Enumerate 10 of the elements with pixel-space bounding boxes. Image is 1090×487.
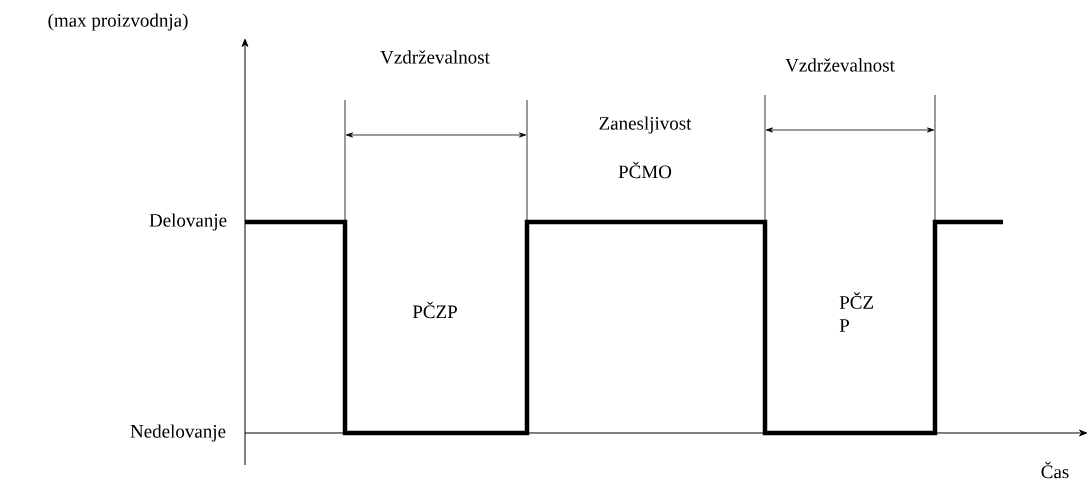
interval-label: Zanesljivost: [599, 116, 692, 134]
state-label: Delovanje: [149, 213, 227, 231]
interval-label: PČMO: [618, 161, 672, 179]
axis-label: Čas: [1041, 461, 1069, 479]
interval-label: Vzdrževalnost: [380, 50, 490, 64]
interval-label: Vzdrževalnost: [785, 58, 895, 72]
interval-label: PČZP: [412, 301, 457, 319]
interval-label: PČZ P: [839, 292, 873, 332]
state-label: Nedelovanje: [130, 424, 226, 442]
axis-label: (max proizvodnja): [48, 13, 188, 31]
